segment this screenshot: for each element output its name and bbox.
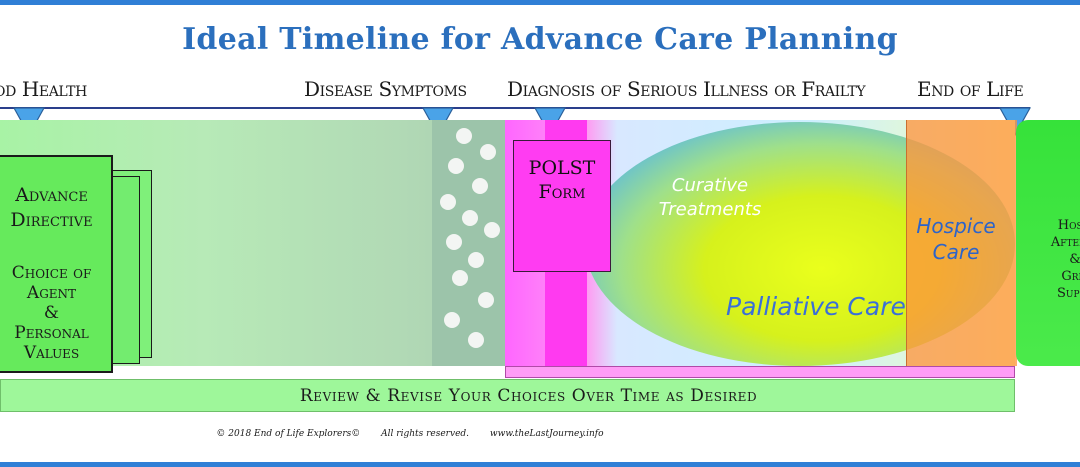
advance-directive-title: Advance Directive xyxy=(10,184,93,231)
review-label: Review & Revise Your Choices Over Time a… xyxy=(299,386,758,406)
symptom-dot xyxy=(446,234,462,250)
aftercare-zone xyxy=(1016,120,1080,366)
symptom-dot xyxy=(452,270,468,286)
hospice-zone xyxy=(906,120,1017,366)
symptom-dot xyxy=(472,178,488,194)
rights-text: All rights reserved. xyxy=(381,429,470,439)
advance-directive-body: Choice of Agent & Personal Values xyxy=(11,263,92,363)
polst-form-label: POLST Form xyxy=(528,157,596,203)
aftercare-label: Hospi Afterca & Grie Suppo xyxy=(1050,218,1080,301)
symptom-dot xyxy=(480,144,496,160)
stage-label-good-health: od Health xyxy=(0,77,87,101)
palliative-care-label: Palliative Care xyxy=(726,292,906,321)
curative-treatments-label: Curative Treatments xyxy=(658,175,762,220)
serious-review-bar xyxy=(505,366,1015,378)
top-frame-bar xyxy=(0,0,1080,5)
website-link[interactable]: www.theLastJourney.info xyxy=(489,429,604,439)
timeline-line xyxy=(0,107,1030,109)
symptom-dot xyxy=(484,222,500,238)
symptoms-dot-zone xyxy=(432,120,505,366)
hospice-care-label: Hospice Care xyxy=(916,214,996,264)
symptom-dot xyxy=(440,194,456,210)
stage-label-end-of-life: End of Life xyxy=(917,77,1024,101)
copyright-text: © 2018 End of Life Explorers© xyxy=(216,429,361,439)
page-title: Ideal Timeline for Advance Care Planning xyxy=(182,22,898,57)
symptom-dot xyxy=(448,158,464,174)
symptom-dot xyxy=(462,210,478,226)
symptom-dot xyxy=(468,332,484,348)
stage-label-diagnosis: Diagnosis of Serious Illness or Frailty xyxy=(507,77,866,101)
footer-copyright: © 2018 End of Life Explorers© All rights… xyxy=(0,429,820,439)
stage-label-disease-symptoms: Disease Symptoms xyxy=(304,77,467,101)
polst-form-box: POLST Form xyxy=(513,140,611,272)
symptom-dot xyxy=(468,252,484,268)
symptom-dot xyxy=(456,128,472,144)
advance-directive-box: Advance Directive Choice of Agent & Pers… xyxy=(0,155,113,373)
symptom-dot xyxy=(478,292,494,308)
symptom-dot xyxy=(444,312,460,328)
bottom-frame-bar xyxy=(0,462,1080,467)
review-bar: Review & Revise Your Choices Over Time a… xyxy=(0,379,1015,412)
